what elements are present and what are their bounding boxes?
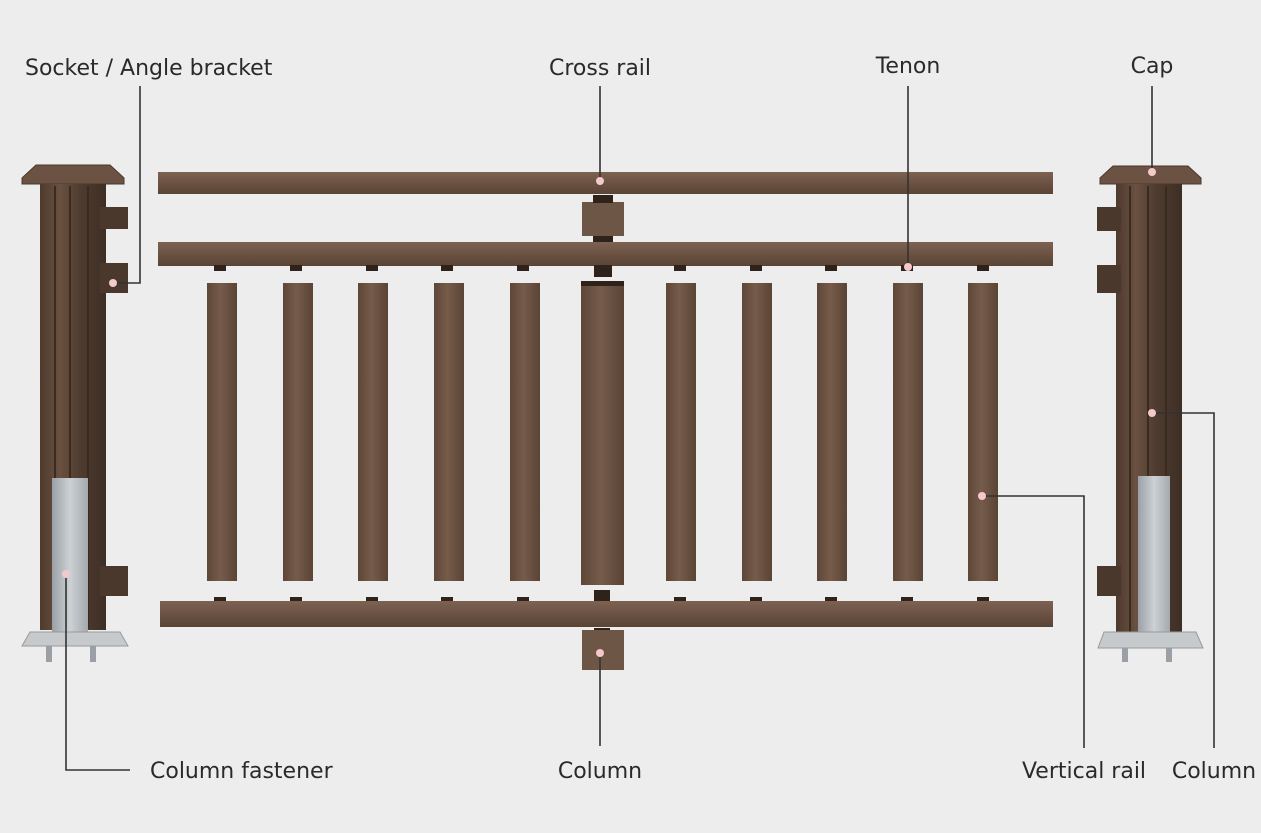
vertical-rail bbox=[358, 283, 388, 581]
top-cross-rail bbox=[158, 172, 1053, 194]
left-socket-2 bbox=[100, 263, 128, 293]
labels: Socket / Angle bracket Cross rail Tenon … bbox=[25, 54, 1256, 784]
vertical-rail bbox=[893, 283, 923, 581]
left-column-fastener bbox=[52, 478, 88, 638]
center-section bbox=[158, 172, 1053, 670]
right-base-plate bbox=[1097, 631, 1204, 649]
vertical-rail bbox=[742, 283, 772, 581]
marker-dots bbox=[62, 168, 1156, 657]
bottom-column-block bbox=[582, 630, 624, 670]
center-column bbox=[581, 281, 624, 585]
vertical-rail bbox=[434, 283, 464, 581]
vertical-rail bbox=[207, 283, 237, 581]
label-column-right: Column bbox=[1172, 759, 1256, 784]
left-post bbox=[21, 164, 129, 662]
right-post bbox=[1097, 165, 1204, 662]
label-socket-angle-bracket: Socket / Angle bracket bbox=[25, 56, 273, 81]
left-post-cap bbox=[21, 164, 125, 185]
leader-socket bbox=[113, 86, 141, 284]
right-socket-1 bbox=[1097, 207, 1121, 231]
leader-vertical-rail bbox=[982, 495, 1085, 748]
center-connector-block bbox=[582, 202, 624, 236]
label-vertical-rail: Vertical rail bbox=[1022, 759, 1146, 784]
vertical-rail bbox=[817, 283, 847, 581]
second-cross-rail bbox=[158, 242, 1053, 266]
label-cap: Cap bbox=[1131, 54, 1174, 79]
lower-tenons bbox=[214, 590, 989, 603]
vertical-rail bbox=[283, 283, 313, 581]
right-socket-2 bbox=[1097, 265, 1121, 293]
bottom-cross-rail bbox=[160, 601, 1053, 627]
upper-tenons bbox=[214, 265, 989, 277]
right-socket-3 bbox=[1097, 566, 1121, 596]
leader-column-right bbox=[1152, 412, 1215, 748]
right-column-fastener bbox=[1138, 476, 1170, 640]
label-column-center: Column bbox=[558, 759, 642, 784]
label-tenon: Tenon bbox=[875, 54, 941, 79]
left-socket-3 bbox=[100, 566, 128, 596]
label-column-fastener: Column fastener bbox=[150, 759, 334, 784]
left-socket-1 bbox=[100, 207, 128, 229]
left-base-plate bbox=[21, 631, 129, 647]
vertical-rail bbox=[968, 283, 998, 581]
leader-lines bbox=[65, 86, 1215, 771]
leader-column-fastener bbox=[65, 574, 130, 771]
vertical-rail bbox=[666, 283, 696, 581]
vertical-rail bbox=[510, 283, 540, 581]
label-cross-rail: Cross rail bbox=[549, 56, 651, 81]
vertical-rails bbox=[207, 281, 998, 585]
